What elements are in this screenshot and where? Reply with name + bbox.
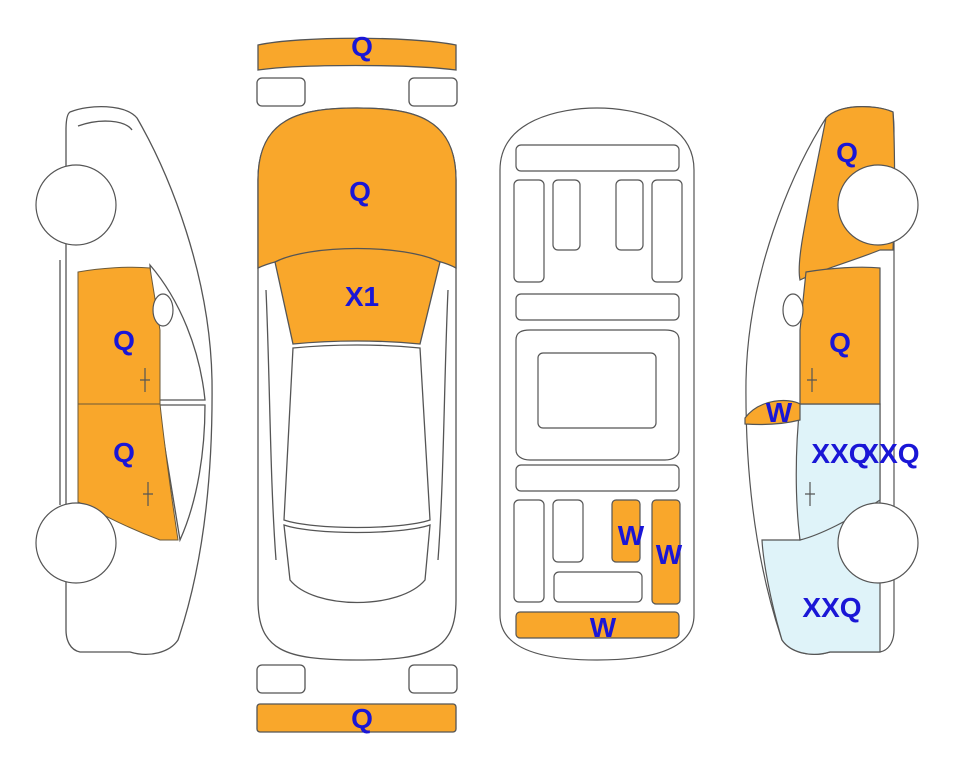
underbody-cross-2	[515, 464, 680, 492]
left-front-door-panel	[77, 266, 161, 405]
label-front-bumper: Q	[351, 31, 373, 62]
left-side-view	[59, 105, 213, 655]
front-bumper-panel	[257, 37, 457, 71]
left-side-details	[35, 164, 174, 584]
right-front-wheel	[837, 164, 919, 246]
floor-panel-a	[611, 499, 641, 563]
label-floor-rear: W	[590, 612, 617, 643]
underbody-rail-2	[552, 179, 581, 251]
left-side-window	[149, 263, 206, 401]
floor-rear-panel	[515, 611, 680, 639]
left-side-body-outline	[65, 105, 213, 655]
floor-panel-b	[651, 499, 681, 605]
front-right-light	[408, 77, 458, 107]
label-right-rear-door-b: XXQ	[860, 438, 919, 469]
right-front-door-panel	[799, 266, 881, 405]
label-right-rear-quarter: XXQ	[802, 592, 861, 623]
front-left-light	[256, 77, 306, 107]
right-rear-wheel	[837, 502, 919, 584]
left-side-rear-window	[157, 404, 206, 543]
label-left-front-door: Q	[113, 325, 135, 356]
rear-left-light	[256, 664, 306, 694]
left-rear-wheel	[35, 502, 117, 584]
right-rear-door-handle	[805, 482, 815, 506]
top-view	[256, 37, 458, 733]
left-front-wheel	[35, 164, 117, 246]
left-mirror	[152, 293, 174, 327]
label-windshield: X1	[345, 281, 379, 312]
windshield-panel	[274, 247, 441, 345]
underbody-rear-rail-1	[513, 499, 545, 603]
underbody-rail-4	[651, 179, 683, 283]
underbody-view	[499, 107, 695, 661]
rear-right-light	[408, 664, 458, 694]
underbody-rail-1	[513, 179, 545, 283]
label-floor-panel-b: W	[656, 539, 683, 570]
underbody-rail-3	[615, 179, 644, 251]
top-right-pillar	[437, 289, 449, 561]
label-right-front-fender: Q	[836, 137, 858, 168]
label-hood: Q	[349, 176, 371, 207]
left-side-panels	[77, 266, 179, 541]
underbody-rear-box	[553, 571, 643, 603]
top-rear-window	[283, 524, 431, 604]
right-front-door-handle	[807, 368, 817, 392]
left-side-roof-line	[77, 120, 133, 131]
underbody-rear-rail-2	[552, 499, 584, 563]
underbody-cross-1	[515, 293, 680, 321]
underbody-center-box	[537, 352, 657, 429]
label-right-front-door: Q	[829, 327, 851, 358]
right-side-view	[744, 106, 919, 655]
label-left-rear-door: Q	[113, 437, 135, 468]
label-right-rear-door-a: XXQ	[811, 438, 870, 469]
label-rear-bumper: Q	[351, 703, 373, 734]
top-left-pillar	[265, 289, 277, 561]
rear-bumper-panel	[256, 703, 457, 733]
right-side-mirror	[782, 293, 804, 327]
top-cabin-roof	[283, 344, 431, 529]
label-right-mirror: W	[766, 397, 793, 428]
left-rear-door-handle	[143, 482, 153, 506]
left-front-door-handle	[140, 368, 150, 392]
label-floor-panel-a: W	[618, 520, 645, 551]
right-mirror-panel	[744, 399, 801, 426]
damage-labels: Q Q X1 Q Q Q Q W XXQ XXQ XXQ Q W W W	[113, 31, 919, 734]
underbody-front-bar	[515, 144, 680, 172]
